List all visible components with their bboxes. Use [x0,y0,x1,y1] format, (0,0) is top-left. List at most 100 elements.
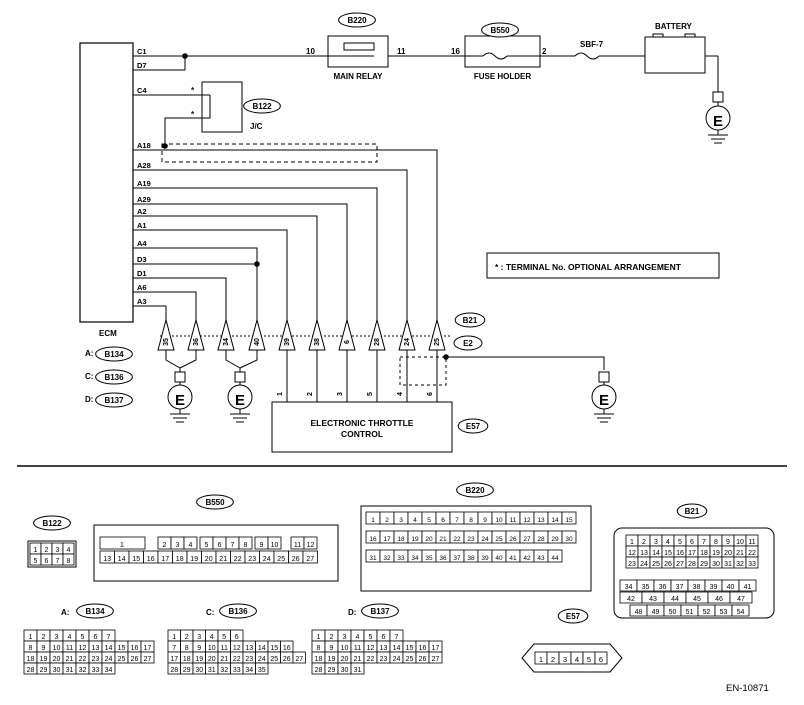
b21-pin-47: 47 [737,596,745,603]
b550-pin-22: 22 [234,556,242,563]
b122-pin-2: 2 [45,547,49,554]
conn-d-pin-11: 11 [354,645,361,652]
b122-pin-8: 8 [67,558,71,565]
throttle-line1: ELECTRONIC THROTTLE [310,418,414,428]
conn-c-pin-18: 18 [183,656,191,663]
b21-pin-25: 25 [652,561,660,568]
ground-label-0: E [175,392,185,409]
b21-cell [731,604,750,617]
b220-pin-35: 35 [425,555,433,562]
b21-pin-22: 22 [748,550,756,557]
b550-pin-19: 19 [190,556,198,563]
conn-a-pin-8: 8 [29,645,33,652]
b550-pin-26: 26 [292,556,300,563]
sbf-label: SBF-7 [580,40,604,49]
conn-c-pin-7: 7 [172,645,176,652]
conn-a-pin-23: 23 [92,656,100,663]
ecm-pin-A4: A4 [137,239,147,248]
conn-c-pin-11: 11 [221,645,228,652]
e57-cell [594,651,608,665]
b550-pin-17: 17 [161,556,169,563]
b21-pin-48: 48 [635,609,643,616]
throttle-pin-1: 1 [277,392,284,396]
ecm-conn-d-ref: B137 [104,396,124,405]
b550-pin-21: 21 [219,556,227,563]
b550-cell [303,536,318,550]
e57-pin-6: 6 [599,655,603,664]
e57-pin-5: 5 [587,655,591,664]
b21-pin-40: 40 [727,584,735,591]
b21-pin-37: 37 [676,584,684,591]
jc-ref: B122 [252,102,272,111]
b220-pin-41: 41 [509,555,517,562]
ecm-pin-A18: A18 [137,141,151,150]
b21-pin-4: 4 [666,539,670,546]
b220-pin-22: 22 [453,536,461,543]
b220-pin-34: 34 [411,555,419,562]
b220-pin-14: 14 [551,517,559,524]
b550-pin-27: 27 [306,556,314,563]
conn-d-pin-22: 22 [367,656,375,663]
b220-cell [561,511,577,525]
b21-pin-45: 45 [693,596,701,603]
conn-c-pin-12: 12 [233,645,241,652]
conn-d-pin-20: 20 [341,656,349,663]
b122-cell [62,553,75,566]
throttle-line2: CONTROL [340,429,384,439]
conn-d-pin-25: 25 [406,656,414,663]
b550-pin-8: 8 [244,542,248,549]
terminal-pin-24: 24 [404,338,411,346]
terminal-pin-34: 34 [223,338,230,346]
b21-pin-51: 51 [686,609,694,616]
conn-a-pin-5: 5 [81,634,85,641]
conn-a-prefix: A: [61,608,70,617]
b220-pin-18: 18 [397,536,405,543]
b21-pin-44: 44 [671,596,679,603]
conn-a-pin-2: 2 [42,634,46,641]
ecm-pin-C4: C4 [137,86,147,95]
conn-c-pin-33: 33 [233,667,241,674]
conn-a-pin-30: 30 [53,667,61,674]
b220-pin-6: 6 [441,517,445,524]
b550-pin-6: 6 [218,542,222,549]
ecm-pin-A29: A29 [137,195,151,204]
b21-pin-19: 19 [712,550,720,557]
b220-pin-13: 13 [537,517,545,524]
conn-d-pin-31: 31 [354,667,362,674]
b220-pin-39: 39 [481,555,489,562]
terminal-34 [217,318,235,351]
conn-d-pin-14: 14 [393,645,401,652]
conn-c-pin-24: 24 [258,656,266,663]
conn-d-pin-26: 26 [419,656,427,663]
b21-connector-ref-oval [676,503,708,519]
ecm-title: ECM [99,329,117,338]
b21-pin-20: 20 [724,550,732,557]
conn-a-pin-10: 10 [53,645,61,652]
b21-pin-30: 30 [712,561,720,568]
b550-pin-24: 24 [263,556,271,563]
conn-c-pin-6: 6 [235,634,239,641]
throttle-ref: E57 [466,422,481,431]
ecm-pin-D7: D7 [137,61,147,70]
conn-d-pin-8: 8 [317,645,321,652]
conn-a-cell [101,662,116,675]
conn-d-pin-10: 10 [341,645,349,652]
b21-pin-52: 52 [703,609,711,616]
b21-ref: B21 [463,316,478,325]
jc-box [201,81,243,133]
b21-pin-12: 12 [628,550,636,557]
doc-id: EN-10871 [726,683,769,694]
conn-d-pin-2: 2 [330,634,334,641]
b220-pin-9: 9 [483,517,487,524]
b220-pin-44: 44 [551,555,559,562]
b21-pin-53: 53 [720,609,728,616]
conn-c-pin-32: 32 [220,667,228,674]
b21-pin-28: 28 [688,561,696,568]
b21-pin-23: 23 [628,561,636,568]
b220-pin-29: 29 [551,536,559,543]
conn-c-pin-15: 15 [270,645,278,652]
e57-pin-4: 4 [575,655,579,664]
b550-cell [99,536,146,550]
conn-d-pin-1: 1 [317,634,321,641]
fuse-holder-label: FUSE HOLDER [473,72,532,81]
